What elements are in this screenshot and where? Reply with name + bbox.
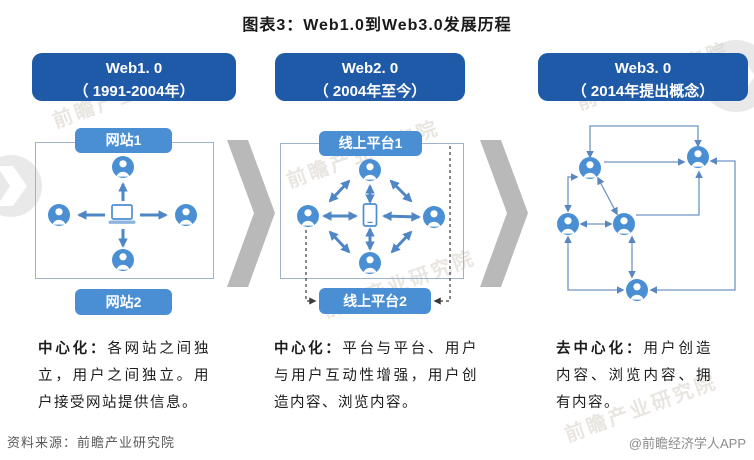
web1-diagram — [48, 156, 197, 271]
user-icon — [687, 146, 709, 168]
web3-diagram — [557, 125, 736, 301]
web3-header: Web3. 0 （ 2014年提出概念） — [538, 53, 748, 101]
web2-header: Web2. 0 （ 2004年至今） — [275, 53, 465, 101]
user-icon — [579, 157, 601, 179]
double-arrow — [389, 179, 413, 203]
platform1-label: 线上平台1 — [319, 131, 422, 156]
double-arrow — [328, 230, 351, 254]
chevron-right-icon — [480, 140, 528, 287]
laptop-icon — [107, 204, 137, 225]
smartphone-icon — [362, 203, 378, 227]
web2-description-body: 平台与平台、用户与用户互动性增强，用户创造内容、浏览内容。 — [274, 341, 479, 411]
page-title: 图表3：Web1.0到Web3.0发展历程 — [242, 17, 512, 34]
user-icon — [613, 213, 635, 235]
web2-header-line1: Web2. 0 — [341, 60, 399, 77]
network-connector — [597, 176, 618, 216]
network-connector — [564, 173, 579, 213]
website1-label: 网站1 — [75, 128, 172, 153]
network-connector — [564, 235, 625, 294]
user-icon — [48, 204, 70, 226]
user-icon — [557, 213, 579, 235]
credit-note: @前瞻经济学人APP — [628, 436, 746, 451]
network-connector — [586, 125, 702, 159]
chevron-right-icon — [227, 140, 275, 287]
web1-description-term: 中心化： — [38, 341, 108, 357]
web1-header: Web1. 0 （ 1991-2004年） — [32, 53, 236, 101]
web1-header-line2: （ 1991-2004年） — [73, 83, 195, 100]
web3-description-term: 去中心化： — [556, 341, 644, 357]
double-arrow — [390, 230, 413, 254]
user-icon — [423, 206, 445, 228]
web3-description-body: 用户创造内容、浏览内容、拥有内容。 — [556, 341, 712, 411]
qianzhan-logo-icon — [0, 155, 42, 217]
web2-diagram — [297, 146, 451, 305]
web1-description-body: 各网站之间独立，用户之间独立。用户接受网站提供信息。 — [38, 341, 211, 411]
web2-description: 中心化：平台与平台、用户与用户互动性增强，用户创造内容、浏览内容。 — [274, 336, 478, 417]
source-note: 资料来源：前瞻产业研究院 — [7, 435, 176, 450]
web3-header-line2: （ 2014年提出概念） — [571, 83, 715, 100]
user-icon — [297, 205, 319, 227]
web1-description: 中心化：各网站之间独立，用户之间独立。用户接受网站提供信息。 — [38, 336, 210, 417]
user-icon — [626, 279, 648, 301]
user-icon — [175, 204, 197, 226]
double-arrow — [328, 179, 351, 203]
user-icon — [359, 159, 381, 181]
dashed-connector — [433, 146, 451, 305]
user-icon — [112, 156, 134, 178]
website2-label: 网站2 — [75, 289, 172, 315]
web2-header-line2: （ 2004年至今） — [313, 83, 427, 100]
platform2-label: 线上平台2 — [319, 288, 431, 314]
user-icon — [359, 252, 381, 274]
double-arrow — [382, 211, 421, 222]
user-icon — [112, 249, 134, 271]
web2-description-term: 中心化： — [274, 341, 343, 357]
web3-header-line1: Web3. 0 — [614, 60, 672, 77]
web1-header-line1: Web1. 0 — [105, 60, 163, 77]
network-connector — [649, 157, 736, 294]
dashed-connector — [305, 230, 317, 305]
web3-description: 去中心化：用户创造内容、浏览内容、拥有内容。 — [556, 336, 712, 417]
network-connector — [636, 170, 703, 216]
